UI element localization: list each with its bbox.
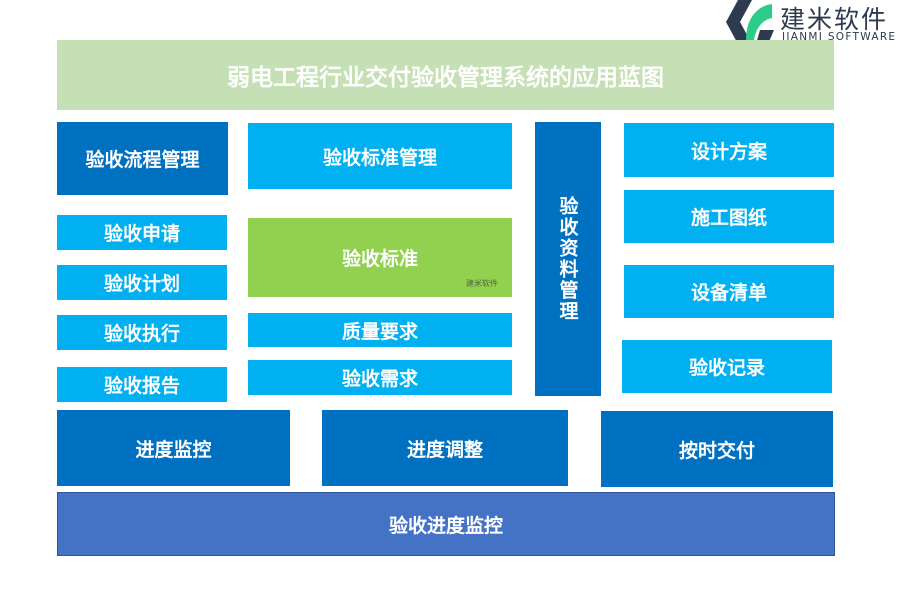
block-docs-mgmt: 验收资料管理: [535, 122, 601, 396]
block-standard-label: 验收标准: [341, 248, 418, 270]
block-apply: 验收申请: [57, 215, 227, 250]
block-design: 设计方案: [624, 123, 834, 177]
block-quality: 质量要求: [248, 313, 512, 347]
block-execute: 验收执行: [57, 315, 227, 350]
block-standard-mgmt: 验收标准管理: [248, 123, 512, 189]
logo-text-cn: 建米软件: [780, 5, 889, 34]
page-title: 弱电工程行业交付验收管理系统的应用蓝图: [57, 40, 834, 110]
block-records: 验收记录: [622, 340, 832, 393]
block-deliver: 按时交付: [601, 411, 833, 487]
block-demand: 验收需求: [248, 360, 512, 395]
block-drawings: 施工图纸: [624, 190, 834, 243]
block-plan: 验收计划: [57, 265, 227, 300]
block-monitor: 进度监控: [57, 410, 290, 486]
watermark: 建米软件: [466, 279, 498, 288]
block-overall-monitor: 验收进度监控: [57, 492, 835, 556]
block-standard: 验收标准 建米软件: [248, 218, 512, 297]
block-adjust: 进度调整: [322, 410, 568, 486]
block-process-mgmt: 验收流程管理: [57, 122, 228, 195]
block-report: 验收报告: [57, 367, 227, 402]
block-equipment: 设备清单: [624, 265, 834, 318]
